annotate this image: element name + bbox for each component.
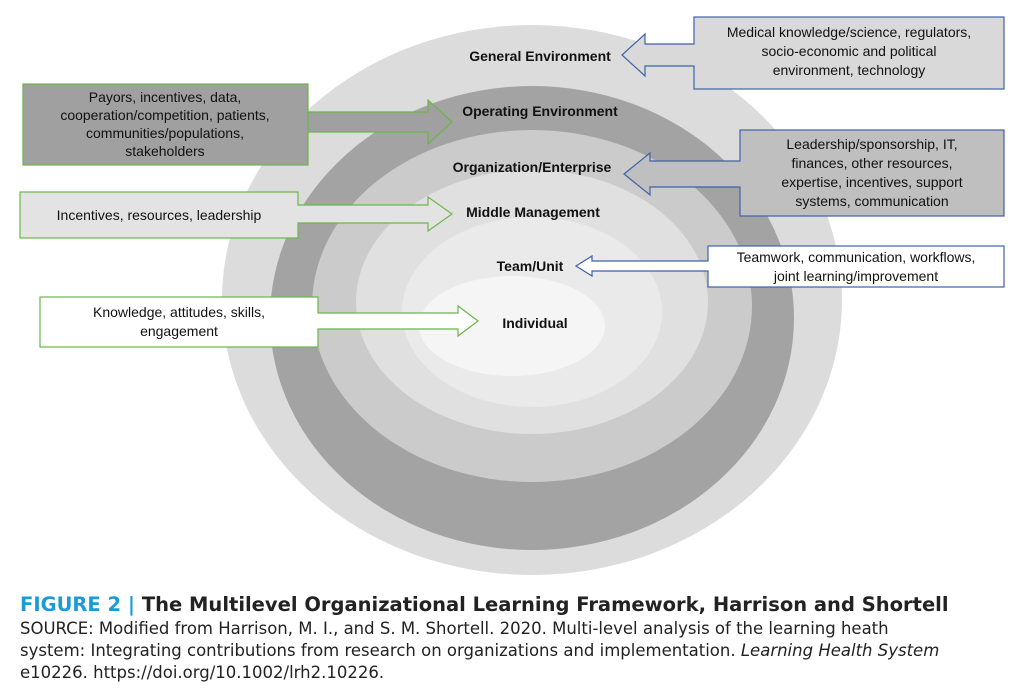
source-line-1: SOURCE: Modified from Harrison, M. I., a… <box>20 619 889 638</box>
caption-source: SOURCE: Modified from Harrison, M. I., a… <box>20 618 1010 684</box>
box-operating-influences <box>22 83 309 166</box>
level-label-general: General Environment <box>469 48 611 64</box>
box-organization-line-2: finances, other resources, <box>791 155 952 171</box>
level-label-middle: Middle Management <box>466 204 600 220</box>
box-general-line-1: Medical knowledge/science, regulators, <box>727 24 971 40</box>
box-operating-line-2: cooperation/competition, patients, <box>60 107 269 123</box>
box-team-line-1: Teamwork, communication, workflows, <box>737 249 976 265</box>
box-team-line-2: joint learning/improvement <box>773 268 938 284</box>
box-operating-line-3: communities/populations, <box>86 125 244 141</box>
figure-number: FIGURE 2 | <box>20 593 136 616</box>
box-organization-line-3: expertise, incentives, support <box>781 174 962 190</box>
arrow-middle <box>281 195 454 233</box>
box-operating-line-1: Payors, incentives, data, <box>89 89 242 105</box>
box-middle-line-1: Incentives, resources, leadership <box>57 207 262 223</box>
arrow-team <box>574 254 726 278</box>
level-label-organization: Organization/Enterprise <box>453 159 612 175</box>
level-label-individual: Individual <box>502 315 567 331</box>
box-general-influences <box>693 16 1005 90</box>
box-operating-line-4: stakeholders <box>125 143 204 159</box>
box-general-line-3: environment, technology <box>773 62 926 78</box>
box-organization-line-1: Leadership/sponsorship, IT, <box>786 136 957 152</box>
arrow-operating <box>289 98 453 146</box>
box-team-influences <box>707 245 1005 288</box>
box-organization-line-4: systems, communication <box>795 193 948 209</box>
level-label-team: Team/Unit <box>497 258 564 274</box>
box-general-line-2: socio-economic and political <box>761 43 936 59</box>
box-organization-influences <box>739 129 1005 217</box>
caption-title-line: FIGURE 2 | The Multilevel Organizational… <box>20 592 1010 618</box>
figure-caption: FIGURE 2 | The Multilevel Organizational… <box>20 592 1010 684</box>
source-line-2: system: Integrating contributions from r… <box>20 641 741 660</box>
source-line-2-wrap: system: Integrating contributions from r… <box>20 640 1010 662</box>
ring-individual <box>419 276 605 376</box>
journal-name: Learning Health System <box>740 641 940 660</box>
figure-title: The Multilevel Organizational Learning F… <box>141 593 949 616</box>
framework-diagram: General Environment Operating Environmen… <box>19 16 1005 575</box>
level-label-operating: Operating Environment <box>462 103 618 119</box>
source-line-3: e10226. https://doi.org/10.1002/lrh2.102… <box>20 663 385 682</box>
box-individual-line-1: Knowledge, attitudes, skills, <box>93 304 265 320</box>
box-individual-influences <box>39 296 319 348</box>
box-individual-line-2: engagement <box>140 323 218 339</box>
